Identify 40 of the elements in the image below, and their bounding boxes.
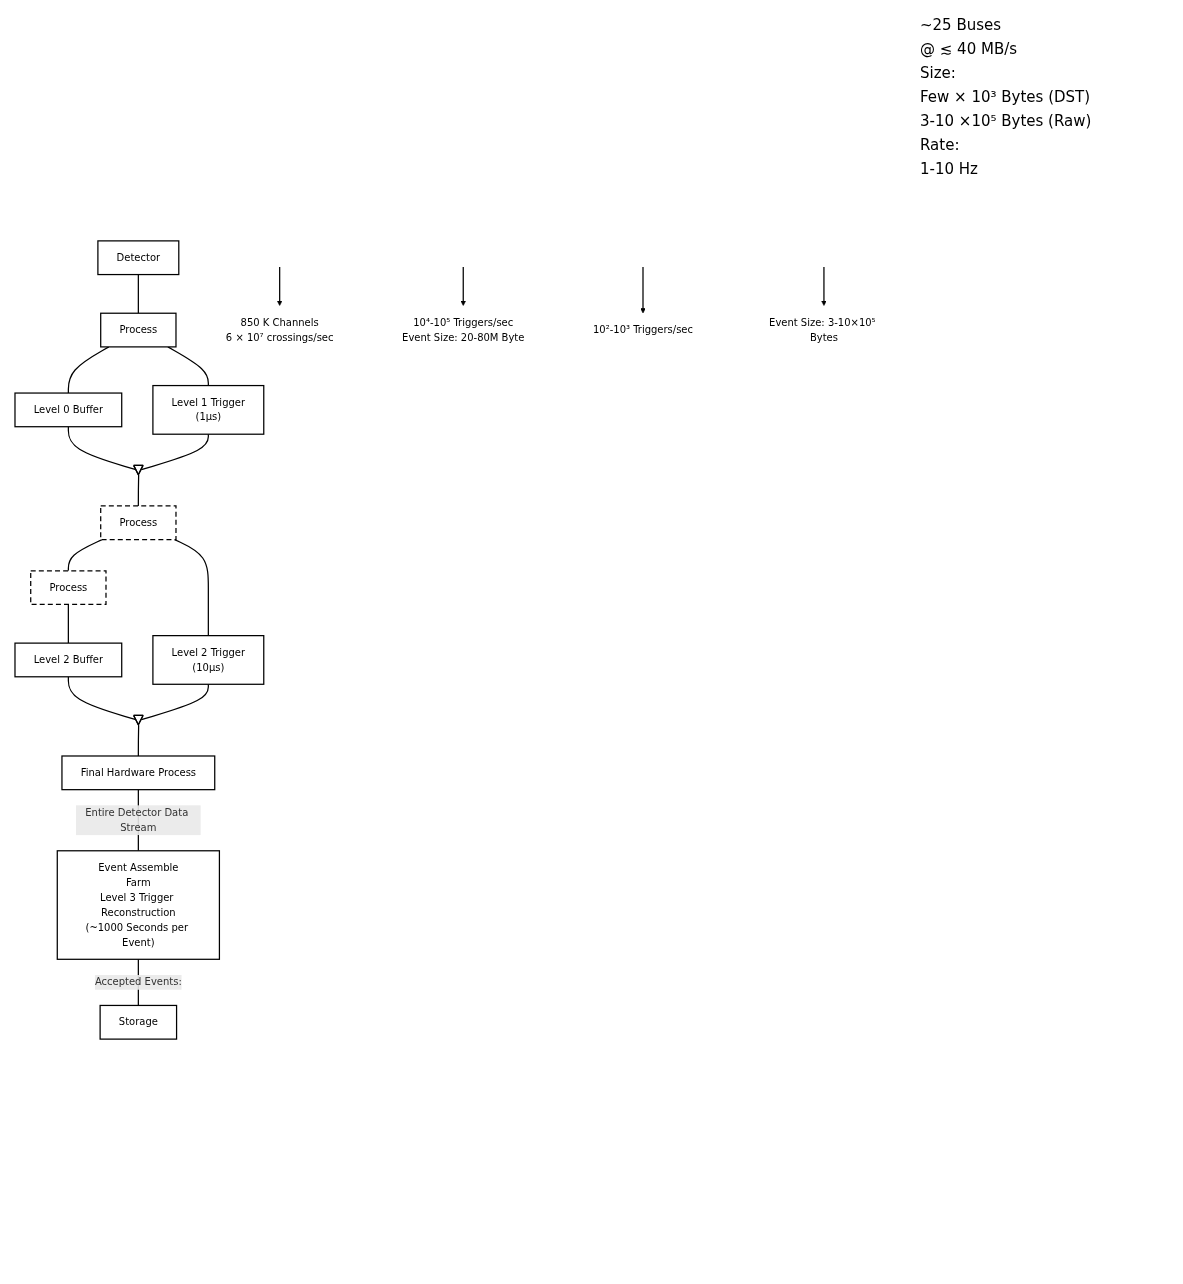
node-box: Level 1 Trigger (1μs) bbox=[152, 384, 265, 435]
node-text: 10²-10³ Triggers/sec bbox=[593, 323, 693, 336]
note-label: Size: bbox=[920, 64, 957, 82]
note-label: Few × 10³ Bytes (DST) bbox=[920, 88, 1092, 106]
node-box: Final Hardware Process bbox=[61, 755, 216, 791]
node-box: Storage bbox=[99, 1004, 178, 1040]
node-box: Level 2 Buffer bbox=[14, 642, 123, 678]
node-box: Process bbox=[100, 505, 177, 541]
connector bbox=[140, 683, 209, 721]
edge-label: Accepted Events: bbox=[94, 976, 182, 988]
connector bbox=[137, 474, 140, 507]
arrow bbox=[640, 266, 646, 314]
arrow bbox=[460, 266, 466, 306]
note-label: 3-10 ×10⁵ Bytes (Raw) bbox=[920, 112, 1093, 130]
node-box: Level 0 Buffer bbox=[14, 392, 123, 428]
connector bbox=[67, 426, 137, 471]
connector bbox=[167, 346, 209, 387]
node-text: 850 K Channels 6 × 10⁷ crossings/sec bbox=[225, 316, 334, 344]
note-label: Rate: bbox=[920, 136, 961, 154]
connector bbox=[140, 433, 209, 471]
arrow bbox=[276, 266, 283, 306]
node-text: Event Size: 3-10×10⁵ Bytes bbox=[769, 316, 876, 344]
connector bbox=[67, 346, 110, 394]
node-box: Detector bbox=[97, 240, 180, 276]
node-box: Event Assemble Farm Level 3 Trigger Reconstruction (~1000 Seconds per Event) bbox=[56, 850, 221, 960]
node-box: Process bbox=[100, 312, 177, 348]
connector bbox=[67, 538, 103, 572]
connector bbox=[67, 603, 69, 644]
edge-label: Entire Detector Data Stream bbox=[85, 806, 189, 834]
note-label: 1-10 Hz bbox=[920, 160, 979, 178]
connector bbox=[137, 724, 140, 757]
arrow bbox=[821, 266, 827, 306]
connector bbox=[67, 676, 137, 721]
note-label: ~25 Buses bbox=[920, 16, 1003, 34]
node-box: Process bbox=[30, 570, 107, 606]
note-label: @ ≲ 40 MB/s bbox=[920, 40, 1019, 58]
node-text: 10⁴-10⁵ Triggers/sec Event Size: 20-80M Byte bbox=[402, 316, 525, 344]
connector bbox=[174, 538, 209, 637]
connector bbox=[137, 273, 139, 314]
node-box: Level 2 Trigger (10μs) bbox=[152, 635, 265, 685]
